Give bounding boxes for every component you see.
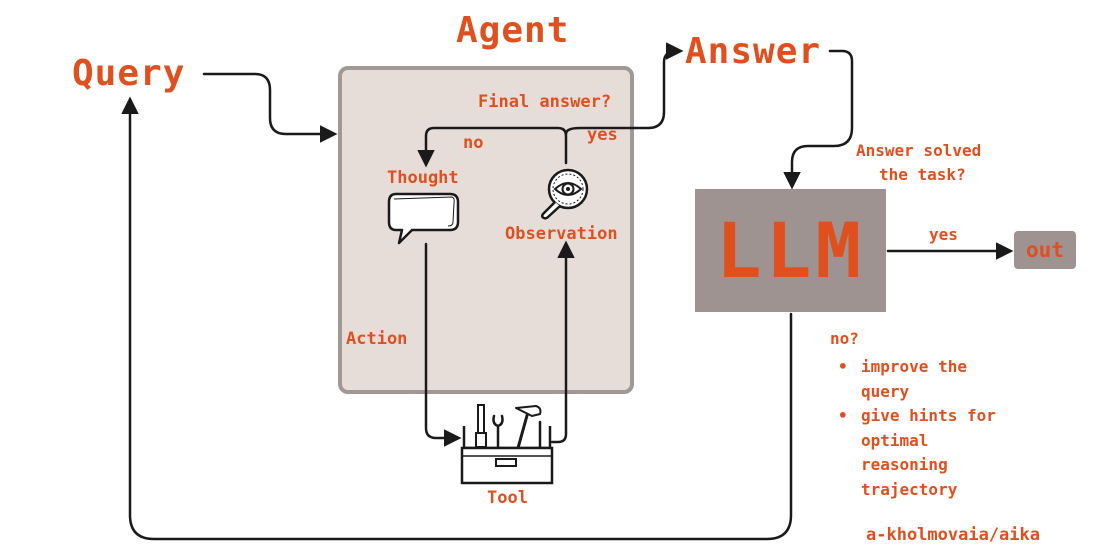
magnifier-eye-icon xyxy=(540,168,589,220)
improvement-list: improve the query give hints for optimal… xyxy=(836,355,1011,502)
answer-label: Answer xyxy=(685,31,822,72)
arrow-query-to-agent xyxy=(202,72,338,143)
arrow-tool-to-observation xyxy=(550,240,575,444)
llm-box: LLM xyxy=(695,189,886,312)
arrow-observation-to-thought xyxy=(417,126,568,168)
list-item: improve the query xyxy=(836,355,1011,404)
agent-title: Agent xyxy=(456,10,570,51)
no-label: no xyxy=(463,133,484,153)
credit-label: a-kholmovaia/aika xyxy=(866,525,1040,545)
speech-bubble-icon xyxy=(387,192,460,245)
arrow-answer-to-llm xyxy=(783,49,854,190)
observation-label: Observation xyxy=(505,224,618,244)
tool-label: Tool xyxy=(487,488,528,508)
llm-label: LLM xyxy=(715,206,866,295)
yes-label: yes xyxy=(587,125,618,145)
agent-box xyxy=(338,66,634,394)
solved-question-line1: Answer solved xyxy=(856,141,982,160)
query-label: Query xyxy=(72,53,186,94)
out-label: out xyxy=(1026,238,1064,262)
out-box: out xyxy=(1014,231,1076,269)
final-answer-question: Final answer? xyxy=(478,92,612,112)
no-question-label: no? xyxy=(830,329,859,348)
toolbox-icon xyxy=(460,404,554,485)
action-label: Action xyxy=(346,329,408,349)
solved-question-line2: the task? xyxy=(879,165,966,184)
arrow-thought-to-tool xyxy=(424,242,462,447)
yes-out-label: yes xyxy=(929,225,958,244)
thought-label: Thought xyxy=(387,168,459,188)
arrow-observation-to-answer xyxy=(564,42,684,136)
list-item: give hints for optimal reasoning traject… xyxy=(836,404,1011,502)
arrow-llm-to-query xyxy=(121,96,793,541)
